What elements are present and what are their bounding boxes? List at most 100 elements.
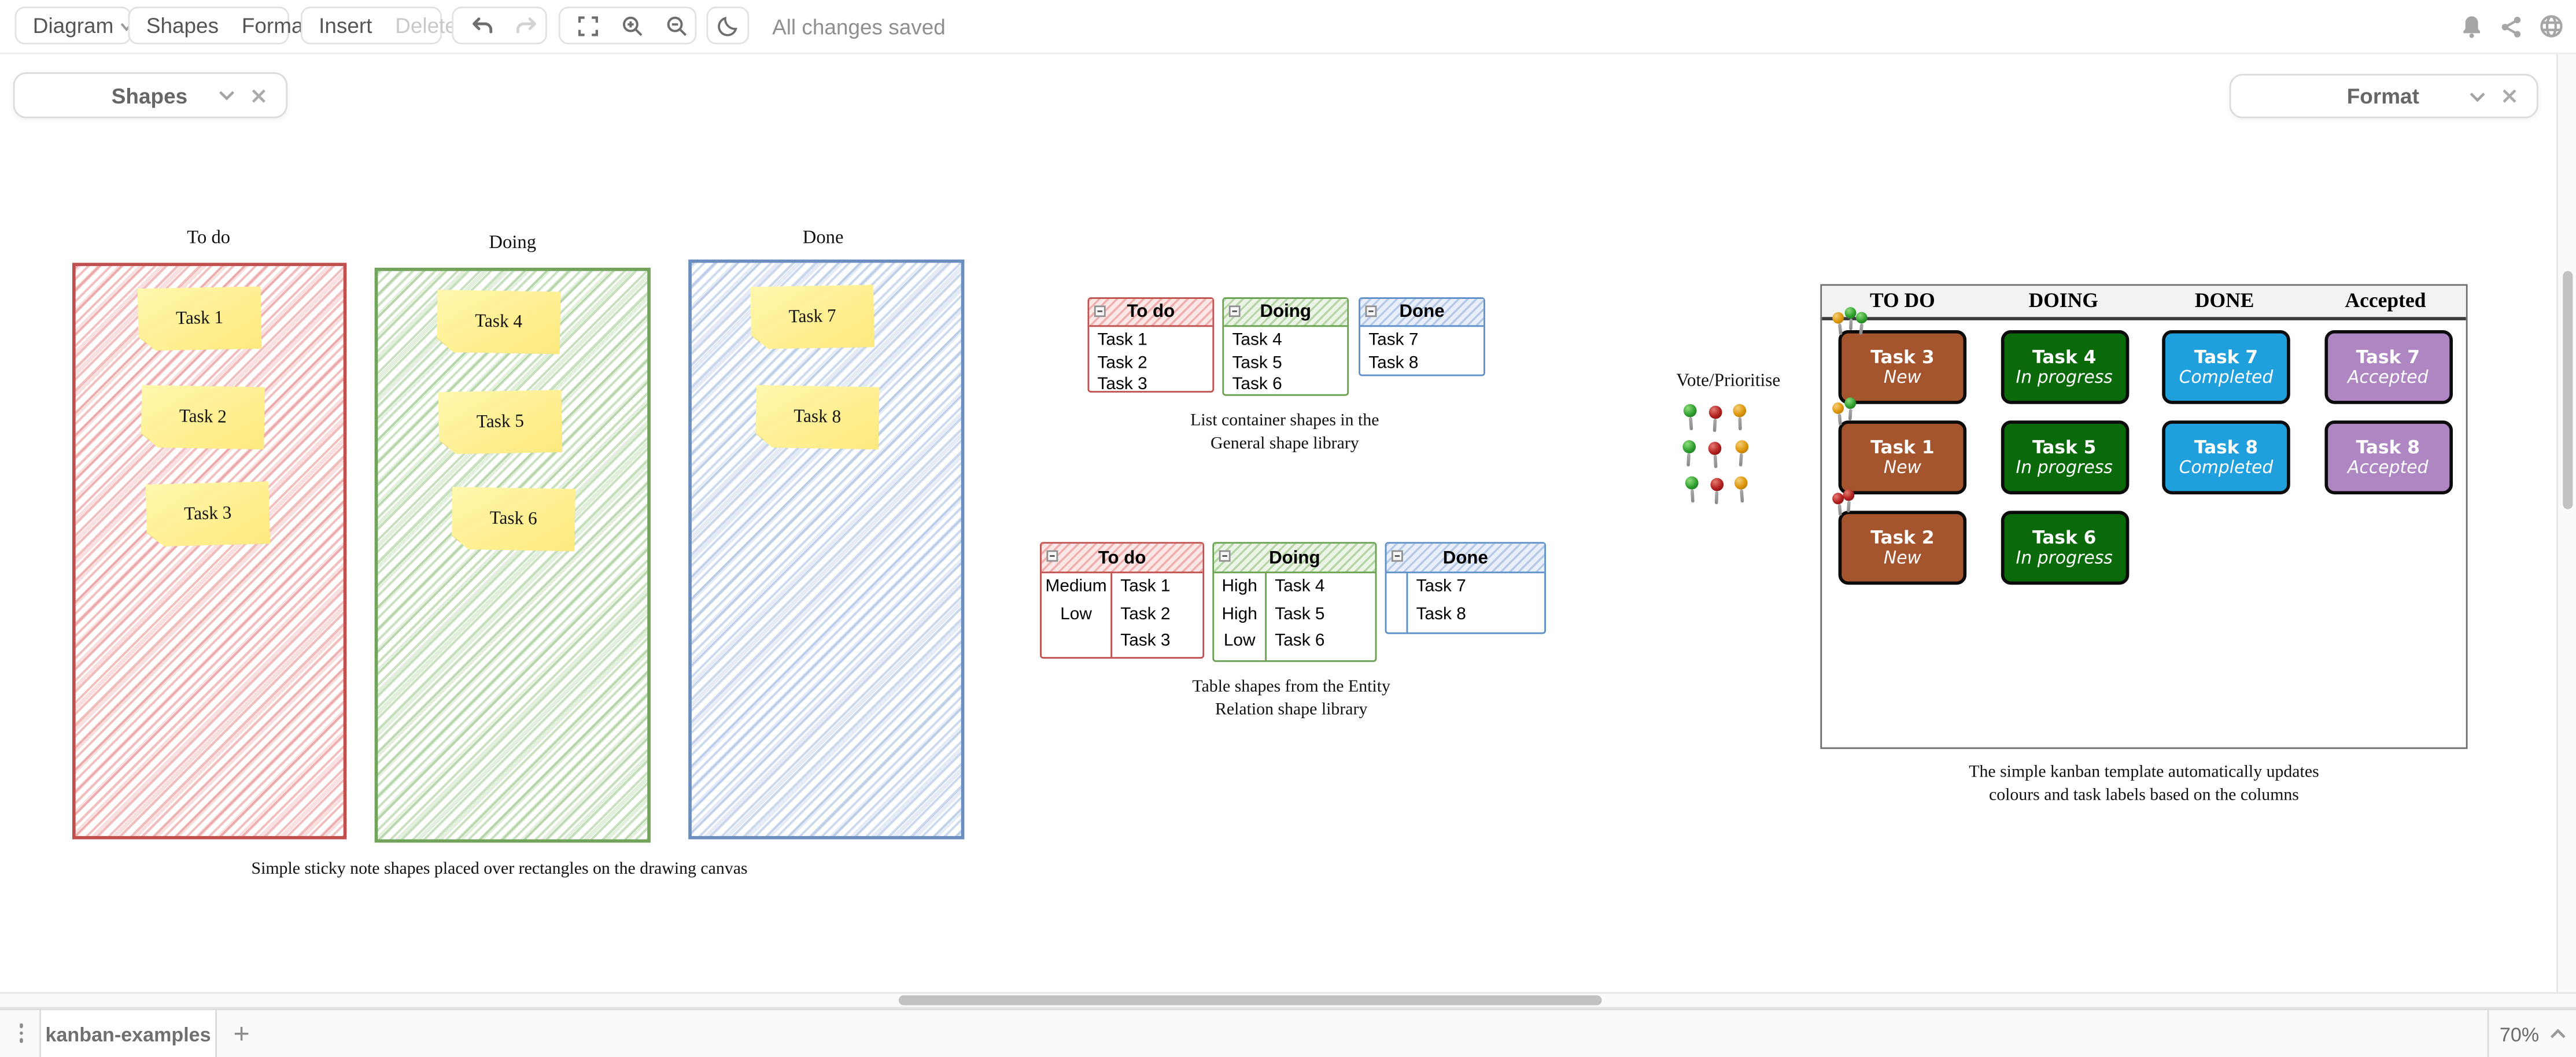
table-cell[interactable]	[1042, 627, 1110, 655]
sticky-note[interactable]: Task 2	[141, 385, 265, 450]
pages-menu-kebab-icon[interactable]	[13, 1023, 29, 1047]
table-cell[interactable]: Task 6	[1275, 631, 1325, 651]
table-cell[interactable]: Task 1	[1120, 576, 1171, 597]
card-pin-green[interactable]	[1843, 397, 1858, 420]
share-icon[interactable]	[2499, 14, 2524, 39]
collapse-icon[interactable]	[1365, 305, 1377, 317]
shapes-panel-header[interactable]: Shapes	[13, 72, 288, 119]
list-item[interactable]: Task 5	[1232, 352, 1282, 372]
sticky-column-todo-rect[interactable]	[72, 263, 347, 840]
table-cell[interactable]: Task 8	[1416, 604, 1466, 624]
insert-button[interactable]: Insert	[319, 13, 372, 38]
sticky-note[interactable]: Task 7	[750, 284, 874, 349]
vote-pin-red[interactable]	[1710, 478, 1724, 505]
close-icon[interactable]	[252, 88, 267, 103]
list-container-todo[interactable]: To do Task 1 Task 2 Task 3	[1087, 297, 1215, 394]
sticky-note[interactable]: Task 8	[755, 385, 880, 450]
list-item[interactable]: Task 3	[1097, 374, 1147, 394]
list-container-doing[interactable]: Doing Task 4 Task 5 Task 6	[1222, 297, 1349, 396]
zoom-level-control[interactable]: 70%	[2487, 1010, 2576, 1057]
format-toggle-button[interactable]: Format	[241, 13, 309, 38]
card-pin-red[interactable]	[1842, 489, 1857, 512]
close-icon[interactable]	[2502, 88, 2517, 104]
fit-page-icon[interactable]	[577, 14, 600, 37]
collapse-icon[interactable]	[1046, 550, 1058, 562]
zoom-out-icon[interactable]	[665, 14, 688, 37]
sticky-note[interactable]: Task 5	[438, 390, 563, 454]
chevron-down-icon[interactable]	[2469, 90, 2485, 103]
vote-pin-red[interactable]	[1708, 405, 1723, 433]
er-table-done[interactable]: Done Task 7 Task 8	[1385, 542, 1547, 634]
kanban-header-accepted[interactable]: Accepted	[2345, 289, 2426, 312]
table-cell[interactable]: Low	[1060, 604, 1092, 624]
collapse-icon[interactable]	[1094, 305, 1106, 317]
redo-icon[interactable]	[514, 15, 539, 36]
vote-pin-red[interactable]	[1708, 441, 1722, 469]
sticky-column-doing-rect[interactable]	[374, 268, 651, 843]
page-tab[interactable]: kanban-examples	[39, 1010, 217, 1057]
sticky-note[interactable]: Task 4	[437, 290, 561, 354]
collapse-icon[interactable]	[1228, 305, 1241, 317]
er-table-todo[interactable]: To do Medium Low Task 1 Task 2 Task 3	[1040, 542, 1205, 659]
dark-mode-moon-icon[interactable]	[717, 14, 740, 37]
add-page-button[interactable]: +	[233, 1017, 250, 1049]
vote-pin-orange[interactable]	[1734, 476, 1749, 503]
table-cell[interactable]: Medium	[1045, 576, 1107, 597]
vertical-scrollbar-track[interactable]	[2556, 54, 2576, 992]
chevron-down-icon[interactable]	[219, 88, 235, 102]
notifications-bell-icon[interactable]	[2459, 13, 2484, 39]
table-cell[interactable]: High	[1221, 604, 1257, 624]
zoom-in-icon[interactable]	[621, 14, 644, 37]
er-table-doing[interactable]: Doing High High Low Task 4 Task 5 Task 6	[1212, 542, 1377, 662]
table-cell[interactable]	[1386, 573, 1406, 600]
sticky-column-done-rect[interactable]	[688, 259, 965, 840]
shapes-toggle-button[interactable]: Shapes	[146, 13, 219, 38]
sticky-note[interactable]: Task 3	[145, 481, 270, 546]
collapse-icon[interactable]	[1219, 550, 1231, 562]
kanban-header-done[interactable]: DONE	[2194, 289, 2254, 312]
list-item[interactable]: Task 1	[1097, 330, 1147, 350]
horizontal-scrollbar-thumb[interactable]	[898, 995, 1602, 1006]
table-cell[interactable]: High	[1221, 576, 1257, 597]
language-globe-icon[interactable]	[2538, 13, 2564, 39]
sticky-note[interactable]: Task 6	[451, 487, 575, 552]
sticky-note[interactable]: Task 1	[138, 286, 262, 351]
vertical-scrollbar-thumb[interactable]	[2562, 271, 2572, 509]
table-cell[interactable]: Low	[1223, 631, 1256, 651]
undo-icon[interactable]	[470, 15, 494, 36]
format-panel-header[interactable]: Format	[2229, 73, 2538, 119]
list-item[interactable]: Task 8	[1368, 352, 1419, 372]
delete-button[interactable]: Delete	[395, 13, 457, 38]
vote-pin-orange[interactable]	[1734, 439, 1749, 467]
kanban-header-todo[interactable]: TO DO	[1870, 289, 1935, 312]
list-container-done[interactable]: Done Task 7 Task 8	[1359, 297, 1485, 376]
table-cell[interactable]: Task 2	[1120, 604, 1171, 624]
list-item[interactable]: Task 6	[1232, 374, 1282, 394]
table-cell[interactable]: Task 4	[1275, 576, 1325, 597]
table-cell[interactable]	[1386, 600, 1406, 627]
kanban-header-doing[interactable]: DOING	[2028, 289, 2098, 312]
collapse-icon[interactable]	[1391, 550, 1403, 562]
diagram-menu-button[interactable]: Diagram	[33, 13, 134, 38]
vote-pin-green[interactable]	[1682, 439, 1696, 467]
vote-pin-green[interactable]	[1683, 404, 1698, 431]
table-cell[interactable]: Task 7	[1416, 576, 1466, 597]
table-cell[interactable]: Task 3	[1120, 631, 1171, 651]
card-pin-green[interactable]	[1854, 311, 1870, 335]
vote-pin-green[interactable]	[1685, 476, 1699, 503]
vote-pin-orange[interactable]	[1733, 404, 1747, 431]
list-item[interactable]: Task 4	[1232, 330, 1282, 350]
list-item[interactable]: Task 7	[1368, 330, 1419, 350]
table-cell[interactable]: Task 5	[1275, 604, 1325, 624]
